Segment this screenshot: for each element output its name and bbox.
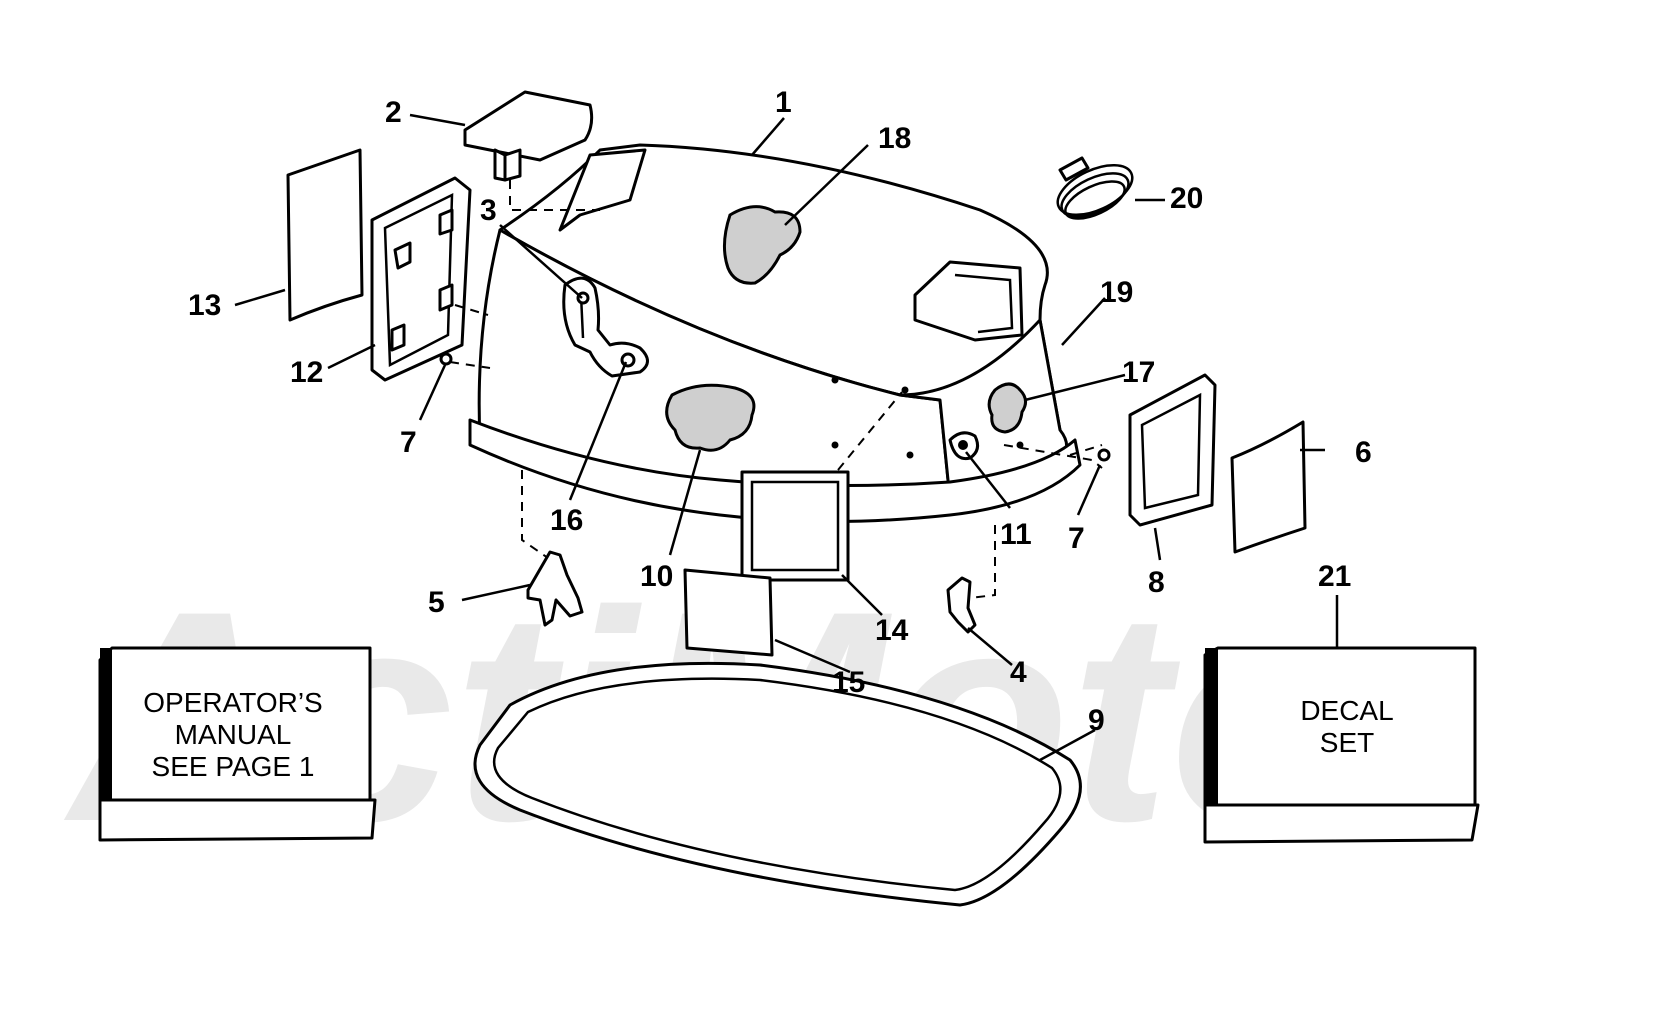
- callout-3: 3: [480, 194, 497, 227]
- manual-box-line-2: MANUAL: [175, 719, 292, 750]
- callout-2: 2: [385, 96, 402, 129]
- callout-13: 13: [188, 289, 221, 322]
- decal-box-line-1: DECAL: [1300, 695, 1393, 726]
- callout-20: 20: [1170, 182, 1203, 215]
- callout-15: 15: [832, 666, 865, 699]
- decal-box-line-2: SET: [1320, 727, 1374, 758]
- leader-lines: [234, 113, 1339, 762]
- callout-12: 12: [290, 356, 323, 389]
- decal-set-box: DECAL SET: [1203, 646, 1480, 844]
- part-13-decal-sheet: [286, 148, 364, 322]
- manual-box-line-1: OPERATOR’S: [143, 687, 322, 718]
- callout-17: 17: [1122, 356, 1155, 389]
- part-14-vent-plate: [740, 470, 850, 582]
- callout-labels: 1 2 3 4 5 6 7 7 8 9 10 11 12 13 14 15 16…: [188, 86, 1372, 737]
- part-7-screw-left: [439, 352, 453, 366]
- part-17-foam-patch: [987, 382, 1027, 434]
- part-11-latch-knob: [948, 431, 980, 461]
- operators-manual-box: OPERATOR’S MANUAL SEE PAGE 1: [98, 646, 377, 842]
- callout-18: 18: [878, 122, 911, 155]
- part-5-bracket: [526, 550, 584, 627]
- part-7-screw-right: [1097, 448, 1111, 462]
- callout-10: 10: [640, 560, 673, 593]
- callout-16: 16: [550, 504, 583, 537]
- callout-11: 11: [1000, 518, 1032, 551]
- part-2-top-cover: [463, 90, 594, 182]
- callout-14: 14: [875, 614, 909, 647]
- part-4-bracket: [946, 576, 977, 634]
- part-18-foam-patch: [723, 205, 802, 285]
- part-6-decal-sheet: [1230, 420, 1307, 554]
- callout-4: 4: [1010, 656, 1027, 689]
- callout-5: 5: [428, 586, 445, 619]
- part-9-seal: [473, 661, 1082, 907]
- callout-6: 6: [1355, 436, 1372, 469]
- callout-7-right: 7: [1068, 522, 1085, 555]
- part-20-wire-harness: [1056, 156, 1134, 220]
- callout-7-left: 7: [400, 426, 417, 459]
- part-1-engine-cover: [468, 143, 1082, 523]
- part-15-decal-sheet: [683, 568, 774, 657]
- manual-box-line-3: SEE PAGE 1: [152, 751, 315, 782]
- part-12-side-cover: [370, 176, 472, 382]
- callout-21: 21: [1318, 560, 1351, 593]
- callout-1: 1: [775, 86, 792, 119]
- callout-8: 8: [1148, 566, 1165, 599]
- part-10-foam-patch: [665, 383, 756, 452]
- part-8-side-cover: [1128, 373, 1217, 527]
- callout-19: 19: [1100, 276, 1133, 309]
- callout-9: 9: [1088, 704, 1105, 737]
